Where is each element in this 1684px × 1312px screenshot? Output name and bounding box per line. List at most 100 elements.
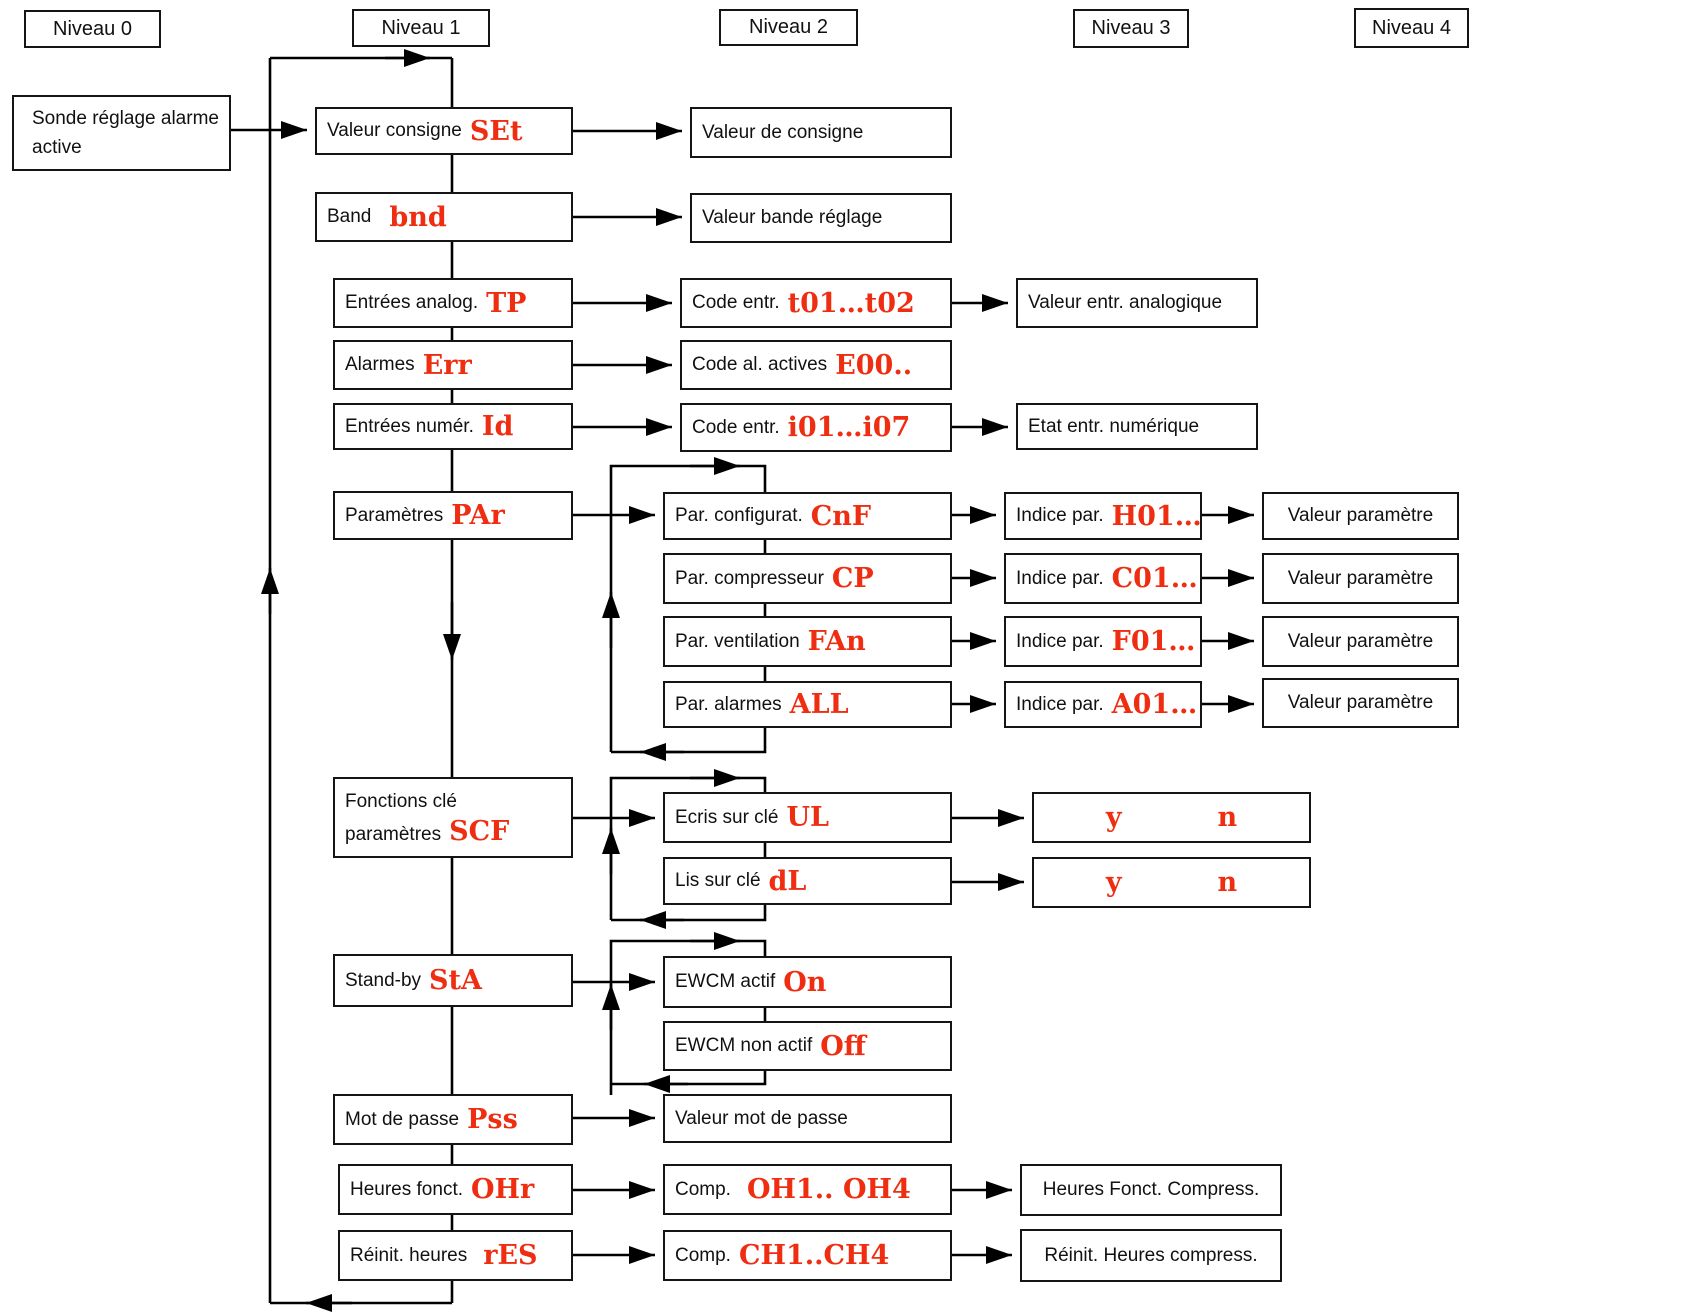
- node-label: Valeur paramètre: [1287, 505, 1434, 526]
- node-par-configurat-cnf: Par. configurat. CnF: [663, 492, 952, 540]
- node-code: C01…: [1111, 563, 1198, 594]
- node-etat-entr-numerique: Etat entr. numérique: [1016, 403, 1258, 450]
- main-loop: [261, 49, 461, 1312]
- node-entrees-numer-id: Entrées numér. Id: [333, 403, 573, 450]
- node-label: Sonde réglage alarme: [32, 108, 219, 129]
- node-label: Heures fonct.: [350, 1178, 463, 1200]
- node-label: Lis sur clé: [675, 870, 761, 891]
- node-label: Comp.: [675, 1178, 731, 1200]
- node-entrees-analog-tp: Entrées analog.TP: [333, 278, 573, 328]
- node-valeur-bande-reglage: Valeur bande réglage: [690, 193, 952, 243]
- node-label: Ecris sur clé: [675, 806, 779, 828]
- node-code: SCF: [449, 815, 510, 847]
- node-label: Réinit. Heures compress.: [1044, 1244, 1258, 1266]
- node-label: Valeur paramètre: [1287, 692, 1434, 713]
- header-niveau-2: Niveau 2: [719, 9, 858, 46]
- node-par-compresseur-cp: Par. compresseur CP: [663, 553, 952, 604]
- node-code: FAn: [807, 626, 866, 657]
- node-valeur-entr-analogique: Valeur entr. analogique: [1016, 278, 1258, 328]
- node-code: SEt: [469, 115, 523, 147]
- node-code-n: n: [1217, 802, 1238, 833]
- parameters-sub-loop: [602, 457, 767, 761]
- node-label: Heures Fonct. Compress.: [1042, 1179, 1260, 1200]
- node-label: Entrées numér.: [345, 415, 474, 437]
- node-valeur-de-consigne: Valeur de consigne: [690, 107, 952, 158]
- node-code-y: y: [1105, 867, 1122, 898]
- header-niveau-1: Niveau 1: [352, 9, 490, 47]
- node-label: Valeur de consigne: [702, 121, 864, 143]
- node-ewcm-non-actif-off: EWCM non actif Off: [663, 1021, 952, 1071]
- node-code: bnd: [389, 201, 447, 233]
- node-sonde-reglage-alarme: Sonde réglage alarme active: [12, 95, 231, 171]
- node-label: Indice par.: [1016, 505, 1104, 526]
- node-code: CP: [831, 563, 874, 594]
- node-code: Id: [481, 411, 514, 442]
- node-label: Fonctions clé: [345, 790, 457, 812]
- node-label: Valeur entr. analogique: [1028, 292, 1223, 313]
- node-label: Indice par.: [1016, 567, 1104, 589]
- node-label: Par. compresseur: [675, 567, 824, 589]
- node-valeur-parametre-4: Valeur paramètre: [1262, 678, 1459, 728]
- node-label: Par. ventilation: [675, 630, 800, 652]
- node-label: Code entr.: [692, 292, 780, 313]
- node-reinit-heures-compress: Réinit. Heures compress.: [1020, 1229, 1282, 1282]
- header-niveau-4: Niveau 4: [1354, 8, 1469, 48]
- node-code: UL: [786, 802, 829, 833]
- node-label: Valeur paramètre: [1287, 567, 1434, 589]
- node-code: CnF: [810, 500, 872, 532]
- node-code: OH1.. OH4: [746, 1174, 911, 1205]
- node-code: t01…t02: [787, 287, 915, 319]
- node-code: On: [783, 966, 827, 998]
- node-code-y: y: [1105, 802, 1122, 833]
- header-niveau-3: Niveau 3: [1073, 9, 1189, 48]
- node-code: ALL: [789, 689, 849, 720]
- node-label: Par. alarmes: [675, 693, 782, 715]
- node-label: Valeur bande réglage: [702, 207, 883, 228]
- node-label: Indice par.: [1016, 630, 1104, 652]
- node-par-ventilation-fan: Par. ventilation FAn: [663, 616, 952, 667]
- node-label: Valeur consigne: [327, 120, 462, 141]
- node-code: PAr: [451, 500, 505, 531]
- node-code: Off: [820, 1030, 866, 1062]
- node-label: Valeur mot de passe: [675, 1107, 848, 1129]
- node-indice-par-f: Indice par.F01…: [1004, 616, 1202, 667]
- node-code-entr-i: Code entr.i01…i07: [680, 403, 952, 452]
- node-label: Paramètres: [345, 504, 444, 526]
- level1-to-level2-arrows: [573, 122, 682, 1264]
- node-code-entr-t: Code entr. t01…t02: [680, 278, 952, 328]
- node-label: EWCM non actif: [675, 1035, 813, 1056]
- level2-to-level3-arrows: [952, 294, 1024, 1264]
- node-indice-par-a: Indice par.A01…: [1004, 681, 1202, 728]
- node-comp-oh: Comp. OH1.. OH4: [663, 1164, 952, 1215]
- node-comp-ch: Comp.CH1..CH4: [663, 1230, 952, 1281]
- level3-to-level4-arrows: [1202, 506, 1254, 713]
- node-heures-fonct-ohr: Heures fonct. OHr: [338, 1164, 573, 1215]
- node-parametres-par: Paramètres PAr: [333, 491, 573, 540]
- node-code: OHr: [471, 1174, 535, 1205]
- node-code: Err: [422, 349, 472, 381]
- node-label: Valeur paramètre: [1287, 630, 1434, 652]
- node-valeur-parametre-3: Valeur paramètre: [1262, 616, 1459, 667]
- node-label: Alarmes: [345, 354, 415, 375]
- node-code: i01…i07: [787, 412, 911, 443]
- node-label: active: [32, 137, 82, 158]
- node-code: StA: [429, 965, 482, 996]
- node-alarmes-err: Alarmes Err: [333, 340, 573, 390]
- node-label: Entrées analog.: [345, 292, 479, 313]
- node-valeur-parametre-1: Valeur paramètre: [1262, 492, 1459, 540]
- header-niveau-0: Niveau 0: [24, 10, 161, 48]
- node-label: Mot de passe: [345, 1108, 460, 1130]
- standby-sub-loop: [602, 932, 767, 1095]
- node-label: Par. configurat.: [675, 505, 803, 526]
